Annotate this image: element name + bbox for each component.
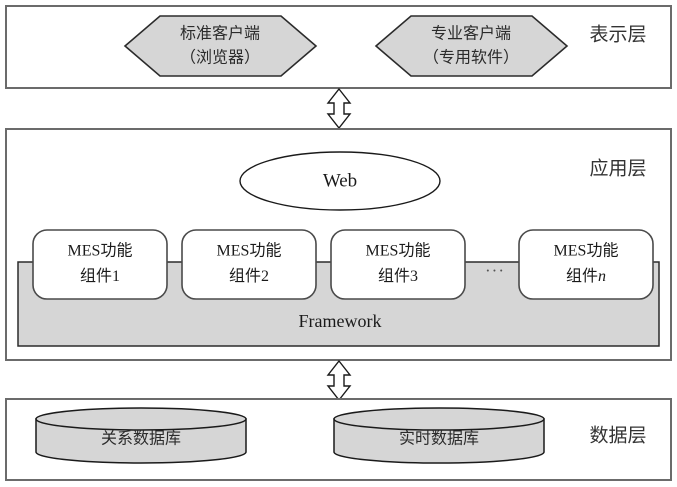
realtime-database-node[interactable]: 实时数据库	[333, 407, 545, 464]
mes-component-3-box	[330, 229, 466, 300]
mes-component-1-box	[32, 229, 168, 300]
presentation-layer-label: 表示层	[589, 23, 646, 45]
professional-client-node[interactable]: 专业客户端 （专用软件）	[374, 15, 569, 77]
presentation-layer-box	[5, 5, 672, 89]
standard-client-label-line1: 标准客户端	[180, 25, 260, 43]
standard-client-hexagon	[123, 15, 318, 77]
relational-database-cylinder-top	[35, 407, 247, 431]
mes-component-1[interactable]: MES功能 组件1	[32, 229, 168, 300]
mes-component-2-box	[181, 229, 317, 300]
mes-component-2-label-line2: 组件2	[229, 267, 269, 285]
web-node[interactable]: Web	[239, 151, 441, 211]
mes-component-n-box	[518, 229, 654, 300]
mes-component-3-label-line2: 组件3	[378, 267, 418, 285]
professional-client-label-line2: （专用软件）	[423, 49, 519, 67]
mes-component-2-label-line1: MES功能	[217, 242, 282, 260]
relational-database-cylinder-body	[35, 418, 247, 464]
realtime-database-cylinder-body	[333, 418, 545, 464]
realtime-database-cylinder-top	[333, 407, 545, 431]
mes-component-1-label-line2: 组件1	[80, 267, 120, 285]
components-ellipsis: ···	[485, 261, 505, 280]
double-arrow-icon	[326, 87, 352, 130]
realtime-database-label: 实时数据库	[399, 430, 479, 448]
connector-presentation-to-application	[326, 87, 352, 130]
mes-component-n-label-line2: 组件n	[566, 267, 606, 285]
data-layer-group: 关系数据库 实时数据库 数据层	[5, 398, 672, 481]
relational-database-node[interactable]: 关系数据库	[35, 407, 247, 464]
data-layer-label: 数据层	[589, 424, 646, 446]
professional-client-hexagon	[374, 15, 569, 77]
professional-client-label-line1: 专业客户端	[431, 25, 511, 43]
standard-client-label-line2: （浏览器）	[180, 49, 260, 67]
mes-component-3-label-line1: MES功能	[366, 242, 431, 260]
relational-database-label: 关系数据库	[101, 430, 181, 448]
connector-application-to-data	[326, 359, 352, 402]
mes-component-n-label-line1: MES功能	[554, 242, 619, 260]
web-ellipse	[239, 151, 441, 211]
framework-label: Framework	[299, 311, 382, 331]
standard-client-node[interactable]: 标准客户端 （浏览器）	[123, 15, 318, 77]
mes-component-n[interactable]: MES功能 组件n	[518, 229, 654, 300]
presentation-layer-group: 标准客户端 （浏览器） 专业客户端 （专用软件） 表示层	[5, 5, 672, 89]
mes-component-2[interactable]: MES功能 组件2	[181, 229, 317, 300]
application-layer-label: 应用层	[589, 157, 646, 179]
mes-component-3[interactable]: MES功能 组件3	[330, 229, 466, 300]
double-arrow-icon	[326, 359, 352, 402]
mes-component-1-label-line1: MES功能	[68, 242, 133, 260]
application-layer-group: Web Framework MES功能 组件1 MES功能 组件2 MES功能 …	[5, 128, 672, 361]
web-label: Web	[323, 170, 357, 191]
